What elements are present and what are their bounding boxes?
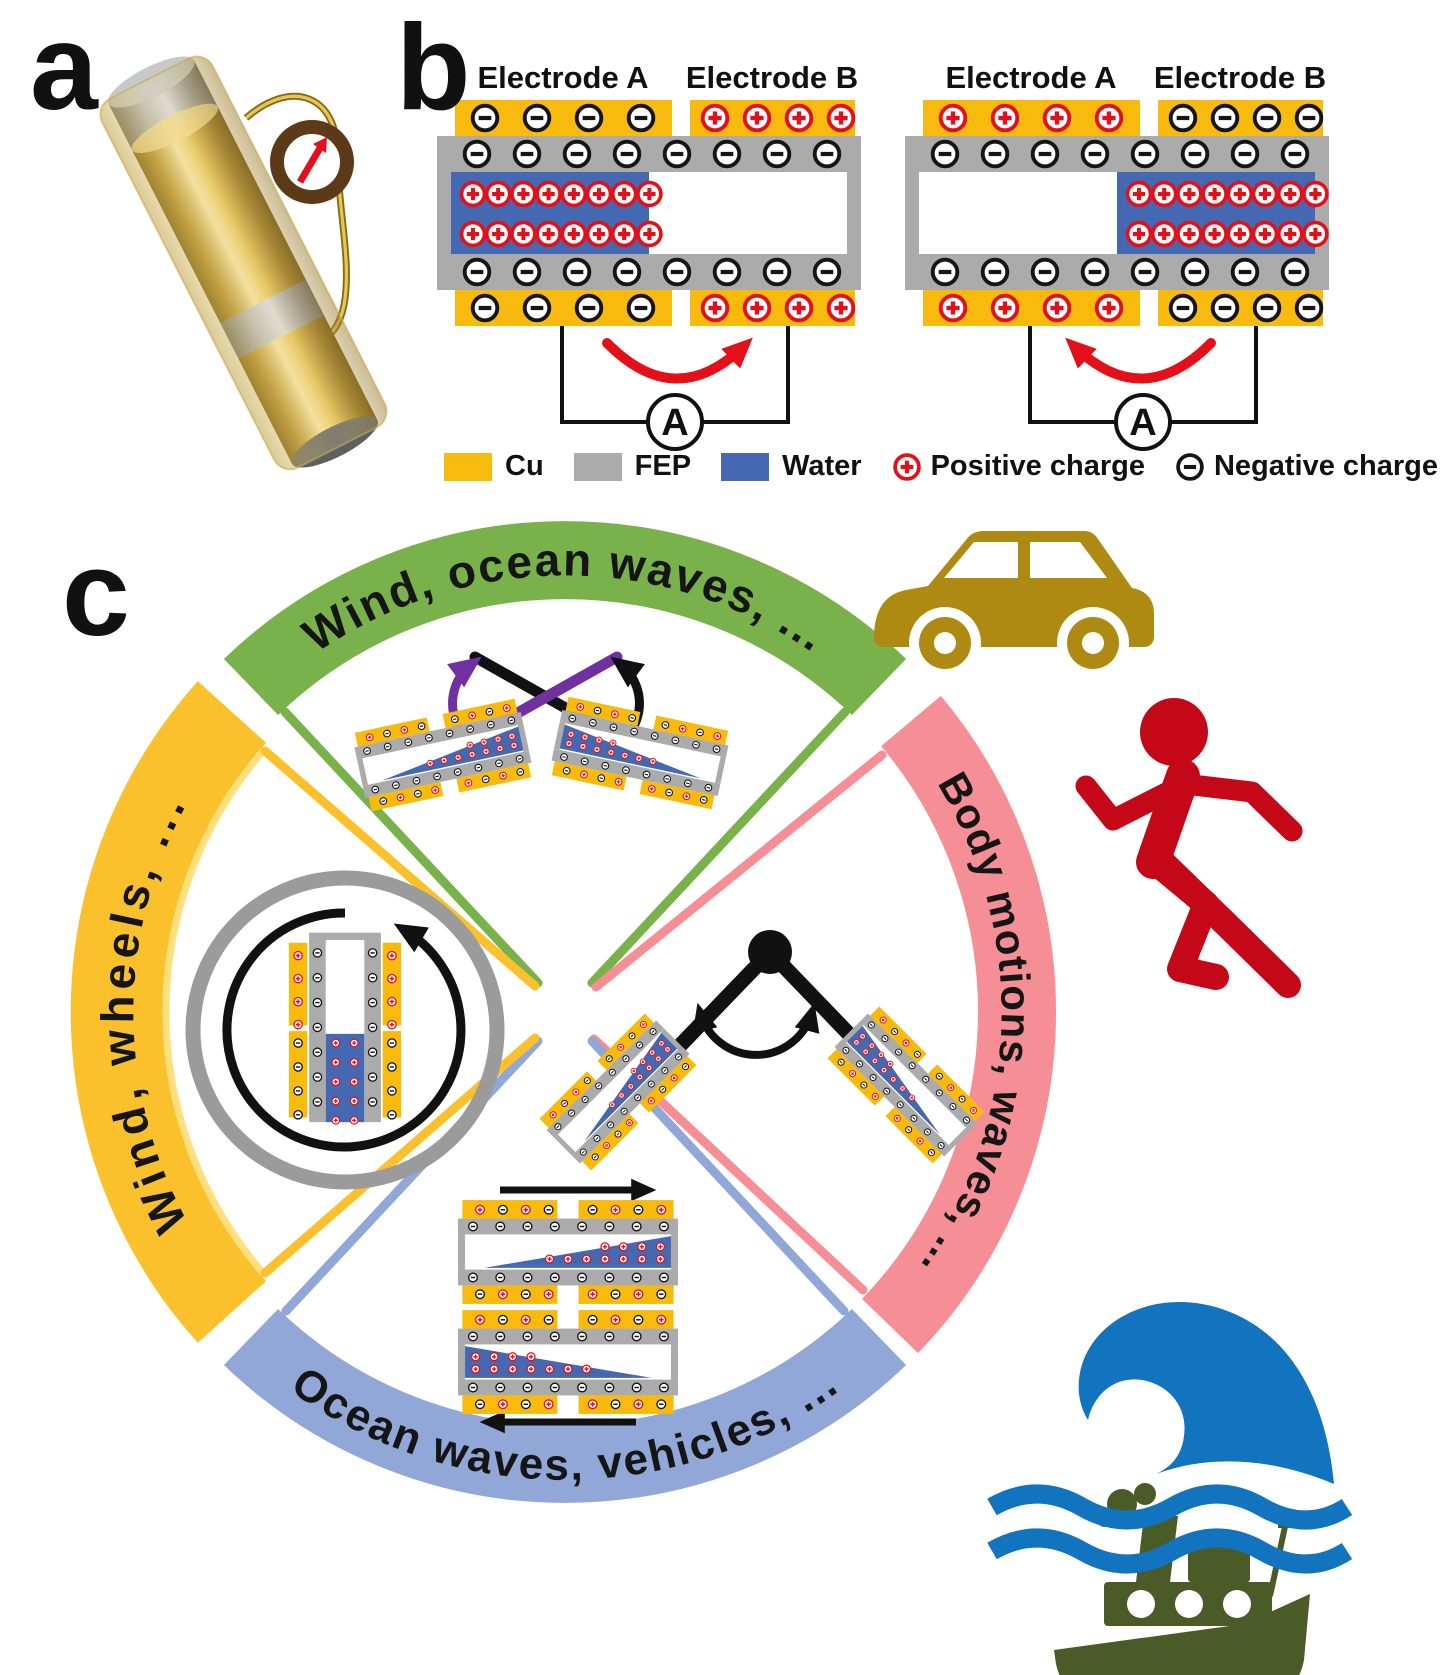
applications-wheel: Wind, ocean waves, ... Body motions, wav… [70, 521, 1353, 1675]
working-principle-diagrams: Electrode A Electrode B A Electrode A El… [437, 60, 1329, 451]
electrode-b-label: Electrode B [686, 60, 858, 95]
legend-item-water: Water [721, 450, 862, 483]
swing-arrow [692, 1002, 820, 1059]
diagram-water-at-electrode-b: Electrode A Electrode B A [905, 60, 1329, 451]
sector-arc-wind-ocean-waves [223, 521, 907, 716]
mini-teng-vertical [288, 932, 402, 1125]
teng-layer-stack [905, 100, 1329, 451]
quadrant-graphic-rotation [185, 870, 505, 1190]
quadrant-graphic-sliding [458, 1178, 678, 1434]
legend-item-negative-charge: Negative charge [1175, 450, 1438, 483]
mini-teng-diagram [458, 1200, 678, 1304]
panel-a-device-illustration [99, 55, 388, 471]
fep-swatch [573, 452, 622, 481]
rotation-arrow [222, 908, 466, 1152]
runner-icon [1075, 698, 1303, 998]
electrode-a-label: Electrode A [477, 60, 648, 95]
pendulum-pivot [748, 930, 792, 974]
wave-icon [987, 1302, 1353, 1574]
mini-teng-diagram [827, 1006, 985, 1164]
cu-label: Cu [505, 450, 544, 482]
electrode-b-label: Electrode B [1154, 60, 1326, 95]
teng-layer-stack [437, 100, 861, 451]
electrode-a-label: Electrode A [945, 60, 1116, 95]
legend-item-positive-charge: Positive charge [892, 450, 1145, 483]
current-meter-icon [270, 120, 354, 204]
quadrant-graphic-rocking [354, 651, 729, 812]
mini-teng-diagram [539, 1013, 697, 1171]
water-label: Water [782, 450, 862, 482]
wheel-ring [185, 870, 505, 1190]
positive-charge-label: Positive charge [930, 450, 1145, 482]
ammeter-label: A [1129, 402, 1156, 444]
panel-a-label: a [30, 0, 98, 135]
negative-charge-label: Negative charge [1213, 450, 1438, 482]
teng-tube-device [99, 55, 388, 471]
cu-swatch [444, 452, 492, 481]
sector-arc-wind-wheels [70, 681, 267, 1343]
sector-arc-ocean-waves-vehicles [223, 1308, 907, 1503]
sector-arc-body-motions [861, 695, 1057, 1354]
mini-teng-diagram [551, 696, 729, 810]
panel-c-label: c [62, 525, 130, 661]
meter-needle [296, 146, 324, 184]
legend-item-fep: FEP [573, 450, 692, 483]
legend-item-cu: Cu [444, 450, 544, 483]
transparent-sleeve [99, 55, 388, 471]
positive-charge-icon [892, 452, 922, 482]
mini-teng-diagram [458, 1310, 678, 1414]
fep-label: FEP [634, 450, 692, 482]
quadrant-graphic-pendulum [539, 930, 985, 1171]
water-swatch [721, 452, 770, 481]
diagram-water-at-electrode-a: Electrode A Electrode B A [437, 60, 861, 451]
car-icon [874, 531, 1154, 679]
materials-legend: Cu FEP Water Positive charge Negative ch… [444, 450, 1438, 483]
mini-teng-diagram [354, 698, 532, 812]
panel-b-label: b [396, 0, 471, 135]
sector-arc-wind-wheels-inner-edge [162, 747, 267, 1277]
ammeter-label: A [661, 402, 688, 444]
negative-charge-icon [1175, 452, 1205, 482]
